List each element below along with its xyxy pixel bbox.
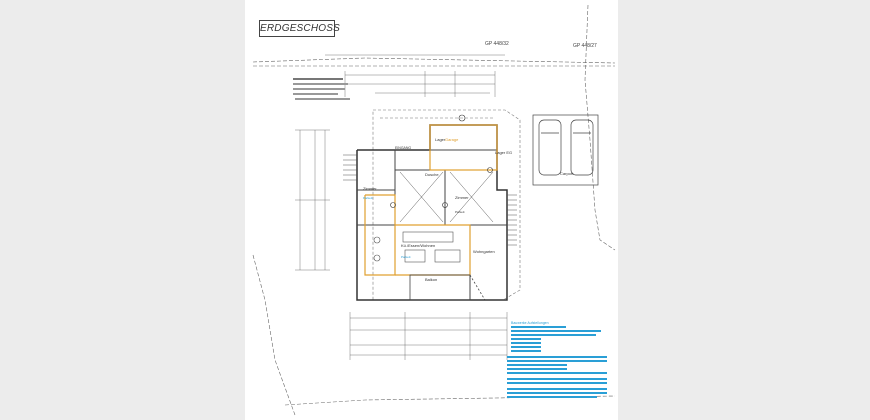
room-labels: Lager Garage Lager EG EINGANG Zimmer Par… <box>363 137 574 282</box>
area-calculations <box>507 326 607 398</box>
room-label-lager: Lager <box>435 137 446 142</box>
room-label-zimmer2: Zimmer <box>455 195 469 200</box>
sheet-title: ERDGESCHOSS <box>260 23 340 34</box>
dimension-lines-left <box>295 129 330 271</box>
floor-plan-drawing: Lager Garage Lager EG EINGANG Zimmer Par… <box>252 4 616 416</box>
sheet-title-frame: ERDGESCHOSS <box>259 20 340 37</box>
room-label-lager2: Lager EG <box>495 150 512 155</box>
outer-walls <box>356 124 508 301</box>
property-boundary <box>252 4 616 416</box>
drawing-sheet: ERDGESCHOSS GP 448/32 GP 448/27 <box>245 0 618 420</box>
section-markers <box>390 114 493 208</box>
room-label-wohn: Wohngarten <box>473 249 495 254</box>
room-label-zimmer1: Zimmer <box>363 186 377 191</box>
room-label-dusche: Dusche <box>425 172 439 177</box>
room-label-balkon: Balkon <box>425 277 437 282</box>
roof-outline <box>372 109 521 301</box>
room-label-essen-floor: Parkett <box>401 255 411 259</box>
room-label-essen: Kü./Essen/Wohnen <box>401 243 435 248</box>
void-markings <box>399 171 494 223</box>
carport <box>532 114 599 186</box>
legend-title: Bauwerke Aufstellungen <box>511 321 549 325</box>
right-stair <box>507 194 517 246</box>
room-label-carport: Carport <box>560 171 574 176</box>
legend: Bauwerke Aufstellungen <box>511 321 549 325</box>
dimension-lines-bottom <box>349 312 508 360</box>
entrance-stair <box>343 154 357 181</box>
room-label-lager-extra: Garage <box>445 137 459 142</box>
room-label-zimmer1-floor: Parkett <box>363 196 373 200</box>
kitchen-fixtures <box>373 231 461 263</box>
parcel-label-2: GP 448/27 <box>573 43 597 49</box>
top-notes <box>293 78 350 100</box>
room-label-zimmer2-floor: Parkett <box>455 210 465 214</box>
room-label-eingang: EINGANG <box>395 146 411 150</box>
balcony <box>409 274 486 301</box>
parcel-label-1: GP 448/32 <box>485 41 509 47</box>
dimension-lines-top <box>325 54 505 97</box>
